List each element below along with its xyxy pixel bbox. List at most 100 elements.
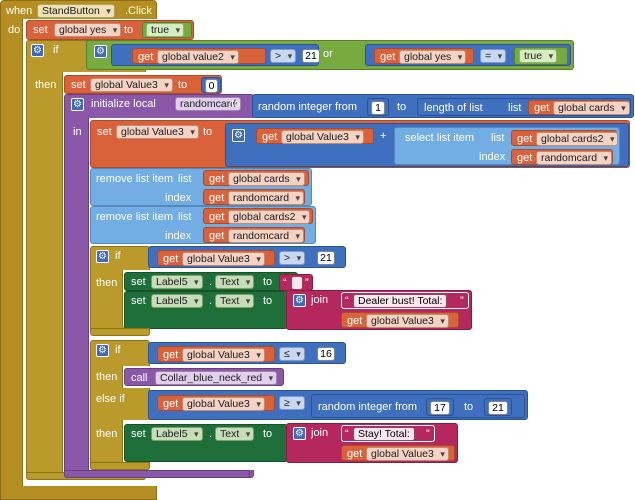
get-global-value3-block[interactable]: get global Value3 — [157, 395, 275, 411]
variable-dropdown[interactable]: global Value3 — [182, 252, 265, 266]
text-field[interactable]: Stay! Total: — [353, 427, 415, 441]
variable-dropdown[interactable]: randomcard — [228, 229, 305, 243]
local-name-field[interactable]: randomcard — [175, 97, 242, 111]
component-dropdown[interactable]: Label5 — [151, 427, 203, 441]
variable-dropdown[interactable]: global Value3 — [281, 130, 364, 144]
procedure-dropdown[interactable]: Collar_blue_neck_red — [155, 371, 278, 385]
set-global-yes-block[interactable]: set global yes to true — [26, 20, 194, 40]
property-dropdown[interactable]: Text — [215, 427, 255, 441]
get-randomcard-block[interactable]: get randomcard — [203, 189, 305, 205]
text-block[interactable]: “ Dealer bust! Total: ” — [341, 292, 469, 309]
true-block[interactable]: true — [142, 22, 192, 38]
variable-dropdown[interactable]: global cards2 — [228, 210, 311, 224]
number-field[interactable]: 0 — [205, 79, 218, 93]
variable-dropdown[interactable]: global cards2 — [536, 132, 619, 146]
get-global-value3-block[interactable]: get global Value3 — [341, 312, 459, 328]
number-block[interactable]: 0 — [201, 77, 221, 93]
random-integer-block[interactable]: random integer from 1 to length of list … — [252, 94, 634, 118]
gear-icon[interactable]: ⚙ — [31, 44, 44, 57]
text-block[interactable]: “ Stay! Total: ” — [341, 425, 435, 442]
length-of-list-block[interactable]: length of list list get global cards — [417, 98, 631, 116]
text-field[interactable]: Dealer bust! Total: — [353, 294, 448, 308]
operator-dropdown[interactable]: = — [480, 49, 507, 63]
operator-dropdown[interactable]: > — [270, 49, 297, 63]
variable-dropdown[interactable]: global Value3 — [182, 348, 265, 362]
set-label5-text-block[interactable]: set Label5 . Text to — [124, 291, 288, 329]
number-block[interactable]: 21 — [484, 398, 512, 416]
variable-dropdown[interactable]: global cards — [553, 101, 630, 115]
variable-dropdown[interactable]: global Value3 — [182, 397, 265, 411]
component-dropdown[interactable]: Label5 — [151, 275, 203, 289]
or-block[interactable]: ⚙ get global value2 > 21 or get global y… — [86, 40, 574, 70]
gear-icon[interactable]: ⚙ — [96, 344, 109, 357]
number-block[interactable]: 1 — [367, 98, 389, 116]
get-global-value3-block[interactable]: get global Value3 — [157, 250, 275, 266]
get-global-cards2-block[interactable]: get global cards2 — [203, 208, 313, 224]
set-global-value3-sum-block[interactable]: set global Value3 to ⚙ get global Value3… — [90, 120, 630, 168]
number-field[interactable]: 21 — [488, 401, 508, 415]
get-global-cards-block[interactable]: get global cards — [203, 170, 309, 186]
gear-icon[interactable]: ⚙ — [293, 427, 306, 440]
operator-dropdown[interactable]: ≥ — [279, 396, 305, 410]
variable-dropdown[interactable]: global Value3 — [366, 314, 449, 328]
gear-icon[interactable]: ⚙ — [293, 294, 306, 307]
variable-dropdown[interactable]: randomcard — [536, 151, 613, 165]
variable-dropdown[interactable]: randomcard — [228, 191, 305, 205]
join-block[interactable]: ⚙ join “ Stay! Total: ” get global Value… — [286, 423, 458, 463]
number-field[interactable]: 1 — [371, 101, 385, 115]
number-field[interactable]: 16 — [317, 347, 335, 361]
compare-block[interactable]: get global Value3 > 21 — [148, 246, 346, 268]
addition-block[interactable]: ⚙ get global Value3 + select list item l… — [225, 123, 629, 167]
get-global-value3-block[interactable]: get global Value3 — [157, 346, 275, 362]
component-dropdown[interactable]: StandButton — [37, 4, 115, 18]
number-block[interactable]: 17 — [426, 398, 454, 416]
variable-dropdown[interactable]: global yes — [399, 50, 467, 64]
number-field[interactable]: 17 — [430, 401, 450, 415]
variable-dropdown[interactable]: global yes — [54, 23, 122, 37]
variable-dropdown[interactable]: global Value3 — [116, 125, 199, 139]
gear-icon[interactable]: ⚙ — [71, 98, 84, 111]
get-randomcard-block[interactable]: get randomcard — [203, 227, 305, 243]
variable-dropdown[interactable]: global cards — [228, 172, 305, 186]
text-block[interactable]: “ ” — [279, 274, 313, 291]
property-dropdown[interactable]: Text — [215, 275, 255, 289]
remove-list-item-block[interactable]: remove list item list get global cards i… — [90, 168, 312, 206]
get-global-yes-block[interactable]: get global yes — [374, 48, 474, 64]
call-procedure-block[interactable]: call Collar_blue_neck_red — [124, 368, 284, 386]
boolean-dropdown[interactable]: true — [146, 23, 185, 37]
gear-icon[interactable]: ⚙ — [94, 45, 107, 58]
variable-dropdown[interactable]: global Value3 — [366, 447, 449, 461]
number-field[interactable]: 21 — [317, 251, 335, 265]
compare-block[interactable]: get global Value3 ≥ random integer from … — [148, 390, 528, 420]
boolean-dropdown[interactable]: true — [519, 49, 558, 63]
select-list-item-block[interactable]: select list item list get global cards2 … — [394, 127, 620, 165]
or-dropdown[interactable]: or — [323, 48, 333, 60]
remove-list-item-block[interactable]: remove list item list get global cards2 … — [90, 206, 316, 244]
component-dropdown[interactable]: Label5 — [151, 294, 203, 308]
get-global-value3-block[interactable]: get global Value3 — [341, 445, 455, 461]
get-global-value3-block[interactable]: get global Value3 — [256, 128, 374, 144]
random-integer-block[interactable]: random integer from 17 to 21 — [311, 394, 525, 418]
gear-icon[interactable]: ⚙ — [96, 250, 109, 263]
gear-icon[interactable]: ⚙ — [232, 129, 245, 142]
set-global-value3-block[interactable]: set global Value3 to 0 — [64, 75, 222, 94]
text-field[interactable] — [291, 276, 303, 290]
compare-block-left[interactable]: get global value2 > 21 — [111, 44, 320, 66]
get-randomcard-block[interactable]: get randomcard — [511, 149, 613, 165]
property-dropdown[interactable]: Text — [215, 294, 255, 308]
compare-block[interactable]: get global Value3 ≤ 16 — [148, 342, 346, 364]
operator-dropdown[interactable]: ≤ — [279, 347, 305, 361]
number-field[interactable]: 21 — [302, 49, 320, 63]
compare-block-right[interactable]: get global yes = true — [365, 44, 571, 66]
join-block[interactable]: ⚙ join “ Dealer bust! Total: ” get globa… — [286, 290, 472, 330]
get-global-cards2-block[interactable]: get global cards2 — [511, 130, 619, 146]
set-label5-text-block[interactable]: set Label5 . Text to — [124, 424, 288, 462]
get-global-cards-block[interactable]: get global cards — [528, 100, 630, 115]
true-block[interactable]: true — [514, 47, 568, 65]
set-label5-text-block[interactable]: set Label5 . Text to “ ” — [124, 272, 313, 291]
get-global-value2-block[interactable]: get global value2 — [132, 48, 266, 64]
operator-dropdown[interactable]: > — [279, 251, 306, 265]
variable-dropdown[interactable]: global value2 — [157, 50, 239, 64]
else-if-label: else if — [96, 393, 125, 405]
variable-dropdown[interactable]: global Value3 — [90, 78, 173, 92]
